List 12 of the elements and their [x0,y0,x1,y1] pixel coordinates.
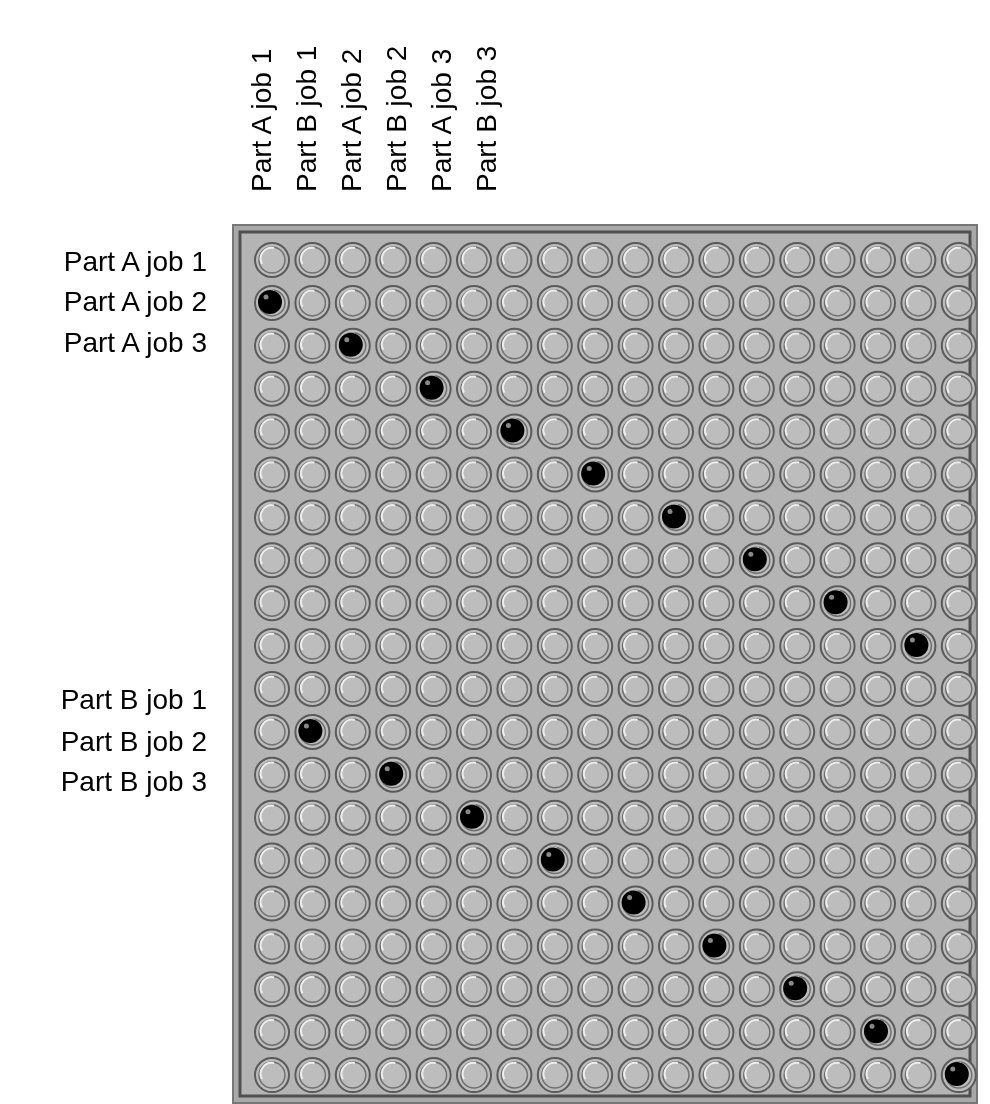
column-label: Part B job 3 [471,45,503,192]
row-label: Part A job 3 [63,327,207,359]
column-label: Part A job 2 [336,48,368,192]
row-label: Part B job 3 [60,766,207,798]
row-label: Part B job 2 [60,726,207,758]
row-label: Part A job 1 [63,246,207,278]
column-label: Part A job 1 [246,48,278,192]
column-label: Part A job 3 [426,48,458,192]
column-label: Part B job 2 [381,45,413,192]
column-label: Part B job 1 [291,45,323,192]
row-label: Part A job 2 [63,286,207,318]
row-label: Part B job 1 [60,684,207,716]
